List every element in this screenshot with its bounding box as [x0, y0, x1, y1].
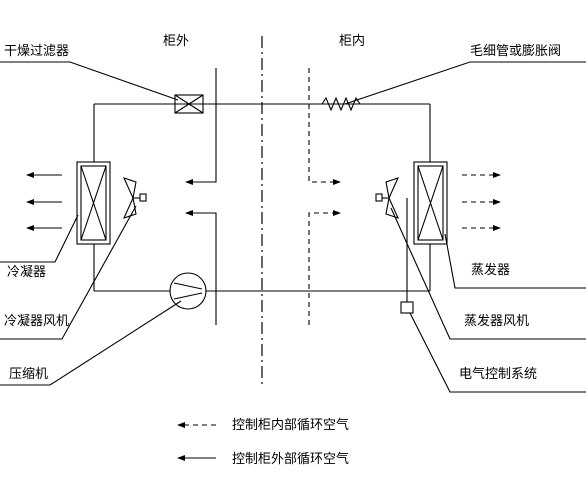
evaporator-symbol: [413, 161, 448, 245]
capillary-leader: [344, 61, 586, 105]
compressor-leader: [0, 300, 182, 386]
evaporator-fan-label: 蒸发器风机: [464, 313, 529, 329]
condenser-fan-label: 冷凝器风机: [4, 313, 69, 329]
condenser-fan-symbol: [122, 177, 147, 219]
inside-air-duct-lower: [308, 210, 341, 325]
outside-air-duct: [185, 68, 217, 185]
capillary-valve-symbol: [321, 96, 361, 112]
legend-inside-text: 控制柜内部循环空气: [232, 417, 349, 433]
capillary-valve-label: 毛细管或膨胀阀: [470, 44, 561, 59]
condenser-fan-leader: [0, 205, 137, 340]
compressor-label: 压缩机: [9, 366, 48, 382]
compressor-symbol: [169, 272, 207, 310]
evaporator-leader: [444, 233, 586, 289]
electric-control-label: 电气控制系统: [459, 366, 537, 382]
condenser-leader: [0, 214, 79, 263]
evaporator-fan-leader: [390, 207, 586, 340]
inside-air-duct-upper: [308, 68, 341, 185]
legend-outside-text: 控制柜外部循环空气: [232, 451, 349, 467]
condenser-label: 冷凝器: [7, 264, 46, 280]
condenser-symbol: [76, 161, 111, 245]
outside-cabinet-label: 柜外: [163, 34, 189, 49]
dryer-filter-symbol: [174, 94, 204, 114]
electric-control-leader: [409, 312, 586, 393]
inside-cabinet-label: 柜内: [339, 33, 365, 49]
dryer-filter-label: 干燥过滤器: [4, 44, 69, 59]
dryer-filter-leader: [0, 61, 179, 101]
evaporator-label: 蒸发器: [471, 262, 510, 278]
outside-air-duct-lower: [185, 210, 217, 325]
electric-control-symbol: [400, 198, 414, 314]
evaporator-fan-symbol: [375, 177, 400, 219]
